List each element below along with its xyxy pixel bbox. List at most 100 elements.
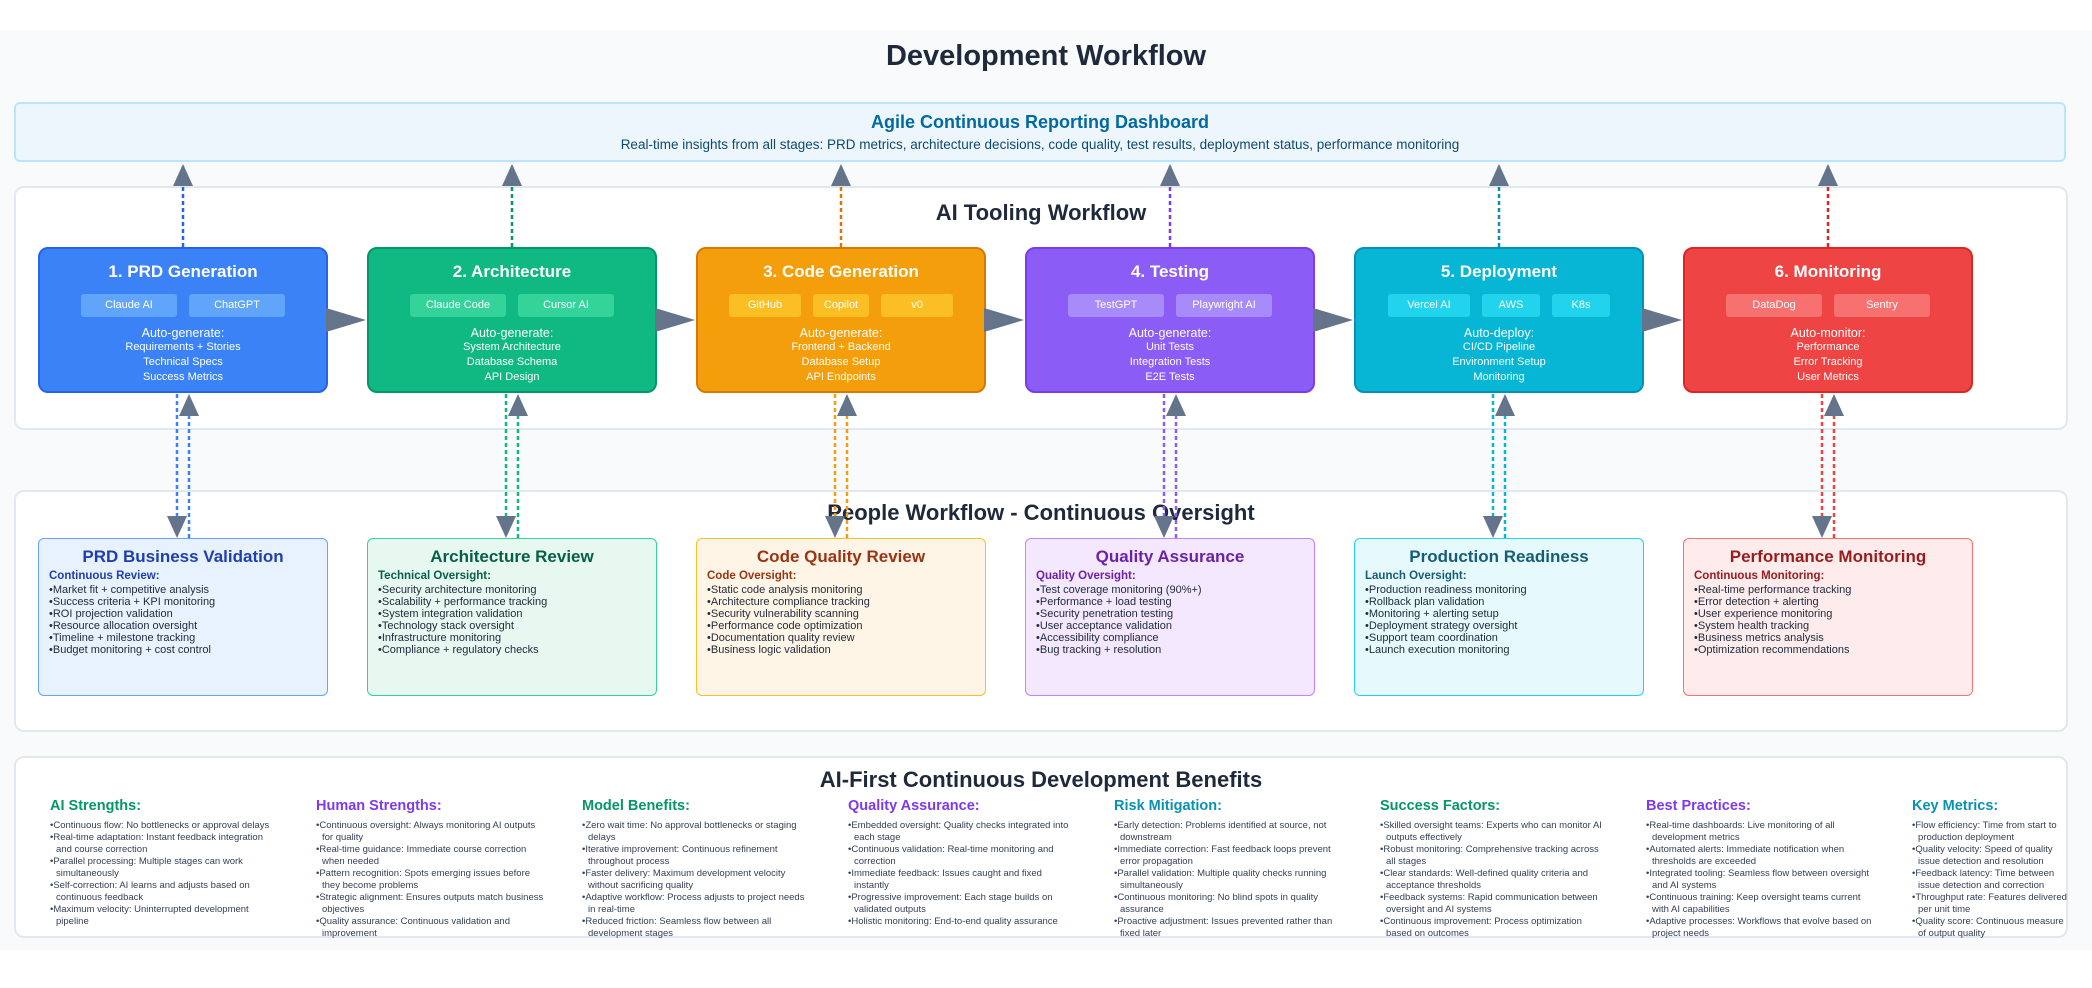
oversight-title: Architecture Review <box>430 547 594 566</box>
oversight-item: Static code analysis monitoring <box>707 584 975 596</box>
benefit-item: Adaptive workflow: Process adjusts to pr… <box>582 892 812 916</box>
oversight-item: Budget monitoring + cost control <box>49 644 317 656</box>
benefit-title: Quality Assurance: <box>848 798 980 814</box>
stage-output: API Design <box>484 371 540 383</box>
benefit-item: Feedback latency: Time between issue det… <box>1912 868 2072 892</box>
benefit-item: Automated alerts: Immediate notification… <box>1646 844 1876 868</box>
reporting-dashboard: Agile Continuous Reporting Dashboard Rea… <box>14 102 2066 162</box>
stage-auto-label: Auto-monitor: <box>1790 326 1866 340</box>
oversight-card-production-readiness: Production Readiness Launch Oversight: P… <box>1354 538 1644 696</box>
benefit-title: Human Strengths: <box>316 798 442 814</box>
benefit-item: Continuous improvement: Process optimiza… <box>1380 916 1610 940</box>
benefit-item: Holistic monitoring: End-to-end quality … <box>848 916 1078 928</box>
stage-output: Performance <box>1796 341 1860 353</box>
stage-tools: DataDog Sentry <box>1685 294 1971 317</box>
tool-badge: AWS <box>1482 294 1540 317</box>
oversight-subtitle: Continuous Review: <box>49 570 160 582</box>
tool-badge: K8s <box>1552 294 1610 317</box>
oversight-card-architecture: Architecture Review Technical Oversight:… <box>367 538 657 696</box>
oversight-item: System health tracking <box>1694 620 1962 632</box>
stage-output: CI/CD Pipeline <box>1462 341 1536 353</box>
stage-output: Database Setup <box>801 356 881 368</box>
oversight-subtitle: Code Oversight: <box>707 570 797 582</box>
benefit-item: Continuous oversight: Always monitoring … <box>316 820 546 844</box>
oversight-item: Real-time performance tracking <box>1694 584 1962 596</box>
oversight-item: Performance + load testing <box>1036 596 1304 608</box>
tool-badge: Playwright AI <box>1176 294 1272 317</box>
stage-output: Frontend + Backend <box>791 341 891 353</box>
tool-badge: DataDog <box>1726 294 1822 317</box>
oversight-item: Architecture compliance tracking <box>707 596 975 608</box>
oversight-card-prd: PRD Business Validation Continuous Revie… <box>38 538 328 696</box>
ai-workflow-title: AI Tooling Workflow <box>935 200 1147 225</box>
oversight-item: Documentation quality review <box>707 632 975 644</box>
benefit-item: Progressive improvement: Each stage buil… <box>848 892 1078 916</box>
oversight-title: Production Readiness <box>1409 547 1589 566</box>
benefit-item: Throughput rate: Features delivered per … <box>1912 892 2072 916</box>
oversight-item: Monitoring + alerting setup <box>1365 608 1633 620</box>
stage-output: Environment Setup <box>1452 356 1546 368</box>
benefit-item: Continuous flow: No bottlenecks or appro… <box>50 820 280 832</box>
oversight-item: Infrastructure monitoring <box>378 632 646 644</box>
oversight-item: System integration validation <box>378 608 646 620</box>
dashboard-subtitle: Real-time insights from all stages: PRD … <box>620 137 1460 152</box>
benefit-item: Iterative improvement: Continuous refine… <box>582 844 812 868</box>
stage-output: Technical Specs <box>143 356 223 368</box>
oversight-subtitle: Technical Oversight: <box>378 570 491 582</box>
oversight-item: Production readiness monitoring <box>1365 584 1633 596</box>
stage-output: System Architecture <box>463 341 561 353</box>
ai-stage-code-generation: 3. Code Generation GitHub Copilot v0 Aut… <box>696 247 986 393</box>
oversight-item: Optimization recommendations <box>1694 644 1962 656</box>
oversight-item: ROI projection validation <box>49 608 317 620</box>
ai-stage-deployment: 5. Deployment Vercel AI AWS K8s Auto-dep… <box>1354 247 1644 393</box>
benefit-model-benefits: Model Benefits: Zero wait time: No appro… <box>582 798 812 940</box>
benefit-item: Feedback systems: Rapid communication be… <box>1380 892 1610 916</box>
stage-output: User Metrics <box>1797 371 1859 383</box>
benefit-item: Faster delivery: Maximum development vel… <box>582 868 812 892</box>
benefit-item: Robust monitoring: Comprehensive trackin… <box>1380 844 1610 868</box>
benefit-item: Skilled oversight teams: Experts who can… <box>1380 820 1610 844</box>
oversight-subtitle: Continuous Monitoring: <box>1694 570 1825 582</box>
stage-tools: Claude AI ChatGPT <box>40 294 326 317</box>
stage-auto-label: Auto-generate: <box>799 326 883 340</box>
oversight-item: Error detection + alerting <box>1694 596 1962 608</box>
oversight-item: Scalability + performance tracking <box>378 596 646 608</box>
stage-title: 3. Code Generation <box>763 262 919 281</box>
benefit-item: Pattern recognition: Spots emerging issu… <box>316 868 546 892</box>
benefit-item: Early detection: Problems identified at … <box>1114 820 1344 844</box>
benefit-item: Real-time guidance: Immediate course cor… <box>316 844 546 868</box>
oversight-item: Bug tracking + resolution <box>1036 644 1304 656</box>
dashboard-title: Agile Continuous Reporting Dashboard <box>871 112 1209 132</box>
ai-stage-prd: 1. PRD Generation Claude AI ChatGPT Auto… <box>38 247 328 393</box>
oversight-item: Rollback plan validation <box>1365 596 1633 608</box>
oversight-item: Security architecture monitoring <box>378 584 646 596</box>
benefit-item: Flow efficiency: Time from start to prod… <box>1912 820 2072 844</box>
oversight-title: PRD Business Validation <box>82 547 284 566</box>
benefit-item: Zero wait time: No approval bottlenecks … <box>582 820 812 844</box>
tool-badge: ChatGPT <box>189 294 285 317</box>
tool-badge: Copilot <box>813 294 869 317</box>
tool-badge: Cursor AI <box>518 294 614 317</box>
oversight-item: Market fit + competitive analysis <box>49 584 317 596</box>
stage-output: Requirements + Stories <box>125 341 241 353</box>
ai-stage-monitoring: 6. Monitoring DataDog Sentry Auto-monito… <box>1683 247 1973 393</box>
benefit-title: Best Practices: <box>1646 798 1751 814</box>
benefit-title: Risk Mitigation: <box>1114 798 1222 814</box>
stage-title: 2. Architecture <box>452 262 572 281</box>
benefit-title: Success Factors: <box>1380 798 1501 814</box>
benefit-quality-assurance: Quality Assurance: Embedded oversight: Q… <box>848 798 1078 928</box>
oversight-item: User acceptance validation <box>1036 620 1304 632</box>
oversight-title: Performance Monitoring <box>1729 547 1927 566</box>
benefit-item: Continuous training: Keep oversight team… <box>1646 892 1876 916</box>
tool-badge: Sentry <box>1834 294 1930 317</box>
stage-title: 1. PRD Generation <box>108 262 258 281</box>
oversight-card-performance-monitoring: Performance Monitoring Continuous Monito… <box>1683 538 1973 696</box>
stage-output: Integration Tests <box>1129 356 1211 368</box>
benefit-item: Integrated tooling: Seamless flow betwee… <box>1646 868 1876 892</box>
tool-badge: v0 <box>881 294 953 317</box>
benefit-item: Quality assurance: Continuous validation… <box>316 916 546 940</box>
stage-tools: Vercel AI AWS K8s <box>1356 294 1642 317</box>
oversight-item: Business metrics analysis <box>1694 632 1962 644</box>
tool-badge: GitHub <box>729 294 801 317</box>
benefit-key-metrics: Key Metrics: Flow efficiency: Time from … <box>1912 798 2072 940</box>
